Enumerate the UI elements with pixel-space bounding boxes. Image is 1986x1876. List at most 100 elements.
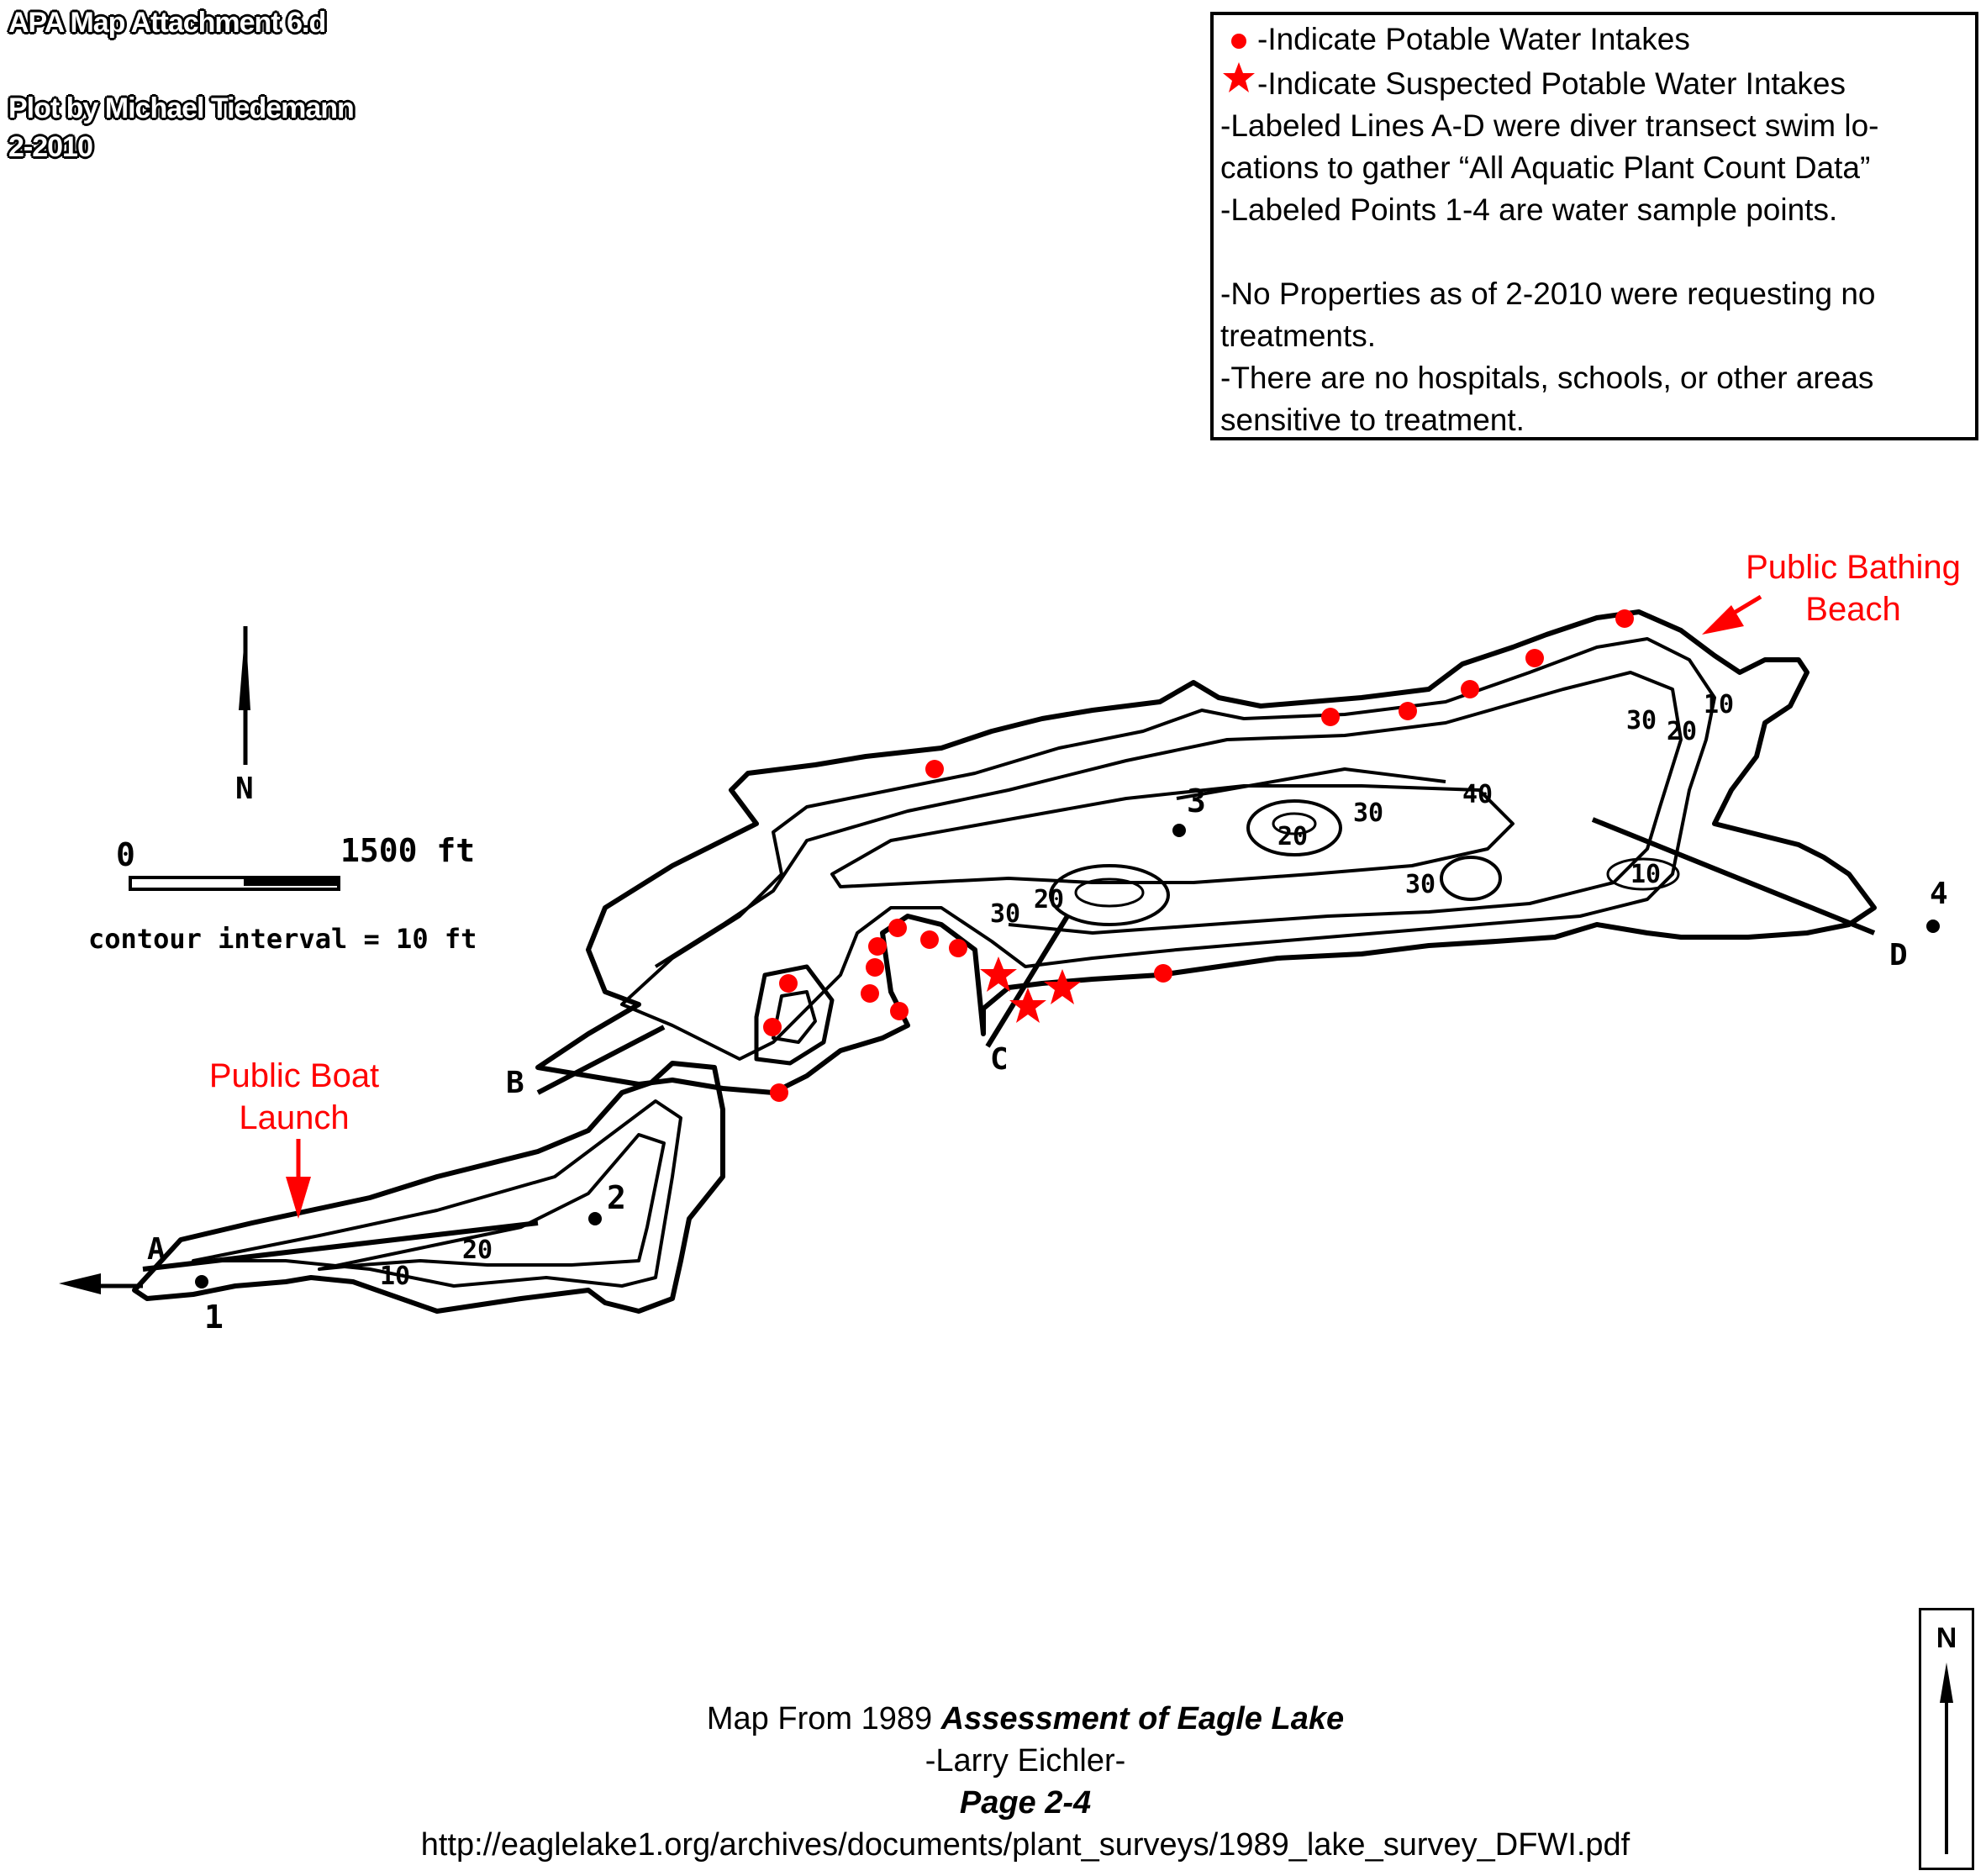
contour-label: 20 [1277, 822, 1308, 851]
contour-label: 30 [990, 899, 1020, 929]
boat-launch-arrow-icon [286, 1139, 311, 1219]
transect-b-label: B [506, 1066, 524, 1100]
bathing-beach-line-2: Beach [1805, 591, 1901, 628]
north-label: N [235, 772, 254, 806]
sample-point-2-label: 2 [607, 1179, 626, 1216]
map-title: APA Map Attachment 6.d [8, 7, 326, 39]
intake-dot [866, 958, 884, 977]
suspected-intake-star [1009, 988, 1046, 1023]
contour-label: 40 [1462, 780, 1493, 809]
citation-prefix: Map From 1989 [706, 1701, 941, 1736]
contour-40 [1176, 767, 1446, 800]
bathing-beach-arrow-icon [1702, 594, 1762, 635]
contour-label: 30 [1353, 798, 1383, 828]
contour-deep-center [1246, 799, 1342, 856]
intake-dot [1154, 964, 1172, 983]
north-box-label: N [1936, 1622, 1957, 1654]
scale-bar [129, 876, 340, 891]
contour-deep-west [1049, 864, 1170, 926]
scale-start-label: 0 [116, 836, 135, 873]
intake-dot [1399, 702, 1417, 720]
contour-20-main [654, 671, 1683, 968]
sample-point-1 [195, 1275, 208, 1288]
citation-page: Page 2-4 [959, 1785, 1092, 1821]
intake-dot [1461, 680, 1479, 698]
contour-label: 10 [1704, 690, 1734, 719]
plot-date: 2-2010 [8, 131, 93, 163]
red-star-icon [1220, 61, 1257, 105]
contour-deep-west-inner [1074, 877, 1145, 908]
bathing-beach-line-1: Public Bathing [1746, 549, 1961, 586]
citation-footer: Map From 1989 Assessment of Eagle Lake -… [252, 1698, 1799, 1866]
intake-dot [868, 937, 887, 956]
legend-intake-row: -Indicate Potable Water Intakes [1220, 18, 1968, 61]
intake-dot [890, 1002, 909, 1020]
contour-label: 20 [462, 1236, 493, 1265]
intake-dot [1615, 609, 1634, 628]
citation-line-1: Map From 1989 Assessment of Eagle Lake [252, 1698, 1799, 1740]
contour-label: 20 [1034, 885, 1064, 914]
sample-point-3-label: 3 [1187, 783, 1206, 819]
boat-launch-line-1: Public Boat [208, 1057, 380, 1094]
intake-dot [1525, 649, 1544, 667]
intake-dot [779, 974, 798, 993]
contour-deep-center-inner [1272, 812, 1317, 835]
contour-interval-note: contour interval = 10 ft [88, 923, 477, 955]
legend-suspected-text: -Indicate Suspected Potable Water Intake… [1257, 66, 1846, 101]
boat-launch-label: Public Boat Launch [189, 1055, 399, 1139]
citation-url[interactable]: http://eaglelake1.org/archives/documents… [420, 1827, 1630, 1863]
north-arrow-icon [239, 626, 250, 765]
legend-line-7: -There are no hospitals, schools, or oth… [1220, 361, 1874, 395]
transect-a-line [142, 1220, 539, 1272]
citation-author: -Larry Eichler- [925, 1743, 1126, 1779]
outflow-arrow-icon [59, 1273, 143, 1294]
intake-dot [888, 919, 907, 937]
intake-dot [925, 760, 944, 778]
transect-c-line [985, 914, 1070, 1048]
transect-d-label: D [1889, 938, 1908, 972]
bathing-beach-label: Public Bathing Beach [1731, 546, 1975, 630]
legend-intake-text: -Indicate Potable Water Intakes [1257, 22, 1690, 56]
contour-label: 10 [380, 1262, 410, 1291]
sample-point-4 [1926, 920, 1940, 933]
intake-dot [949, 939, 967, 957]
legend-box: -Indicate Potable Water Intakes -Indicat… [1210, 12, 1978, 440]
contour-10-southwest [192, 1099, 682, 1288]
sample-point-2 [588, 1212, 602, 1225]
sample-point-3 [1172, 824, 1186, 837]
north-arrow-icon: N [1936, 1622, 1957, 1854]
transect-lines [142, 817, 1876, 1272]
lake-shoreline [132, 1061, 725, 1314]
island-outline [754, 964, 835, 1066]
legend-line-5: -No Properties as of 2-2010 were request… [1220, 277, 1876, 311]
legend-line-1: -Labeled Lines A-D were diver transect s… [1220, 108, 1879, 143]
contour-deep-east [1440, 856, 1502, 901]
legend-line-3: -Labeled Points 1-4 are water sample poi… [1220, 192, 1838, 227]
legend-line-6: treatments. [1220, 319, 1377, 353]
north-arrow-box: N [1919, 1608, 1974, 1870]
intake-dot [920, 930, 939, 949]
contour-label: 30 [1405, 870, 1436, 899]
suspected-intake-markers [980, 956, 1081, 1023]
intake-dot [1321, 708, 1340, 726]
intake-dot [861, 984, 879, 1003]
legend-line-2: cations to gather “All Aquatic Plant Cou… [1220, 150, 1871, 185]
sample-point-4-label: 4 [1930, 877, 1948, 911]
plot-credit: Plot by Michael Tiedemann [8, 92, 355, 124]
intake-dot [763, 1018, 782, 1036]
contour-label: 10 [1630, 860, 1661, 889]
intake-dot [770, 1083, 788, 1102]
contour-east-bay [1606, 857, 1680, 891]
citation-title: Assessment of Eagle Lake [940, 1701, 1345, 1736]
suspected-intake-star [980, 956, 1017, 992]
contour-label: 20 [1667, 717, 1697, 746]
intake-markers [763, 609, 1634, 1102]
contour-30-main [830, 784, 1515, 888]
scale-end-label: 1500 ft [340, 832, 475, 869]
red-dot-icon [1220, 18, 1257, 61]
transect-b-line [536, 1025, 666, 1095]
contour-label: 30 [1626, 706, 1657, 735]
sample-point-1-label: 1 [204, 1299, 224, 1336]
contour-10-main [620, 637, 1716, 1061]
